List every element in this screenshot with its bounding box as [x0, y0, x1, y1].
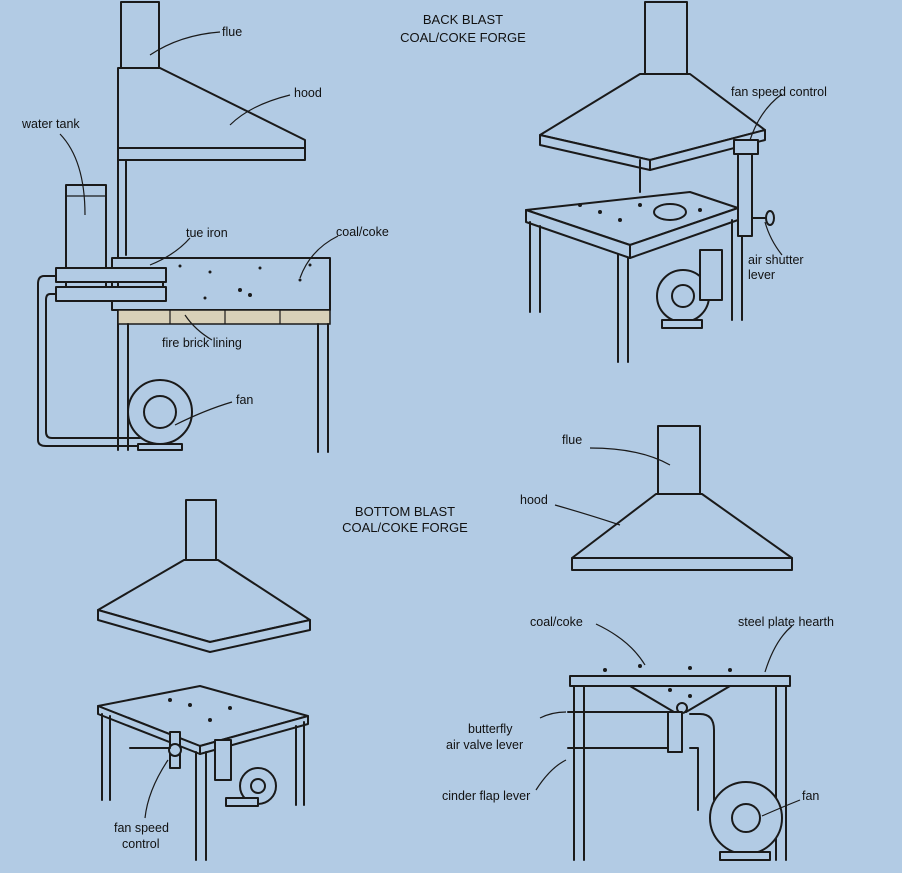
- label-tue-iron: tue iron: [186, 226, 228, 240]
- back-blast-perspective: [525, 1, 783, 363]
- title-back-blast-line2: COAL/COKE FORGE: [400, 30, 526, 45]
- label-fan-2: fan: [802, 789, 819, 803]
- label-fan: fan: [236, 393, 253, 407]
- label-flue-2: flue: [562, 433, 582, 447]
- title-back-blast-line1: BACK BLAST: [423, 12, 503, 27]
- label-flue: flue: [222, 25, 242, 39]
- label-butterfly-air-valve-lever-line2: air valve lever: [446, 738, 523, 752]
- title-bottom-blast-line1: BOTTOM BLAST: [355, 504, 455, 519]
- label-coal-coke-2: coal/coke: [530, 615, 583, 629]
- bottom-blast-side-view: [535, 425, 801, 861]
- label-hood-2: hood: [520, 493, 548, 507]
- back-blast-side-view: [37, 1, 339, 453]
- label-air-shutter-lever-line2: lever: [748, 268, 775, 282]
- label-cinder-flap-lever: cinder flap lever: [442, 789, 530, 803]
- label-steel-plate-hearth: steel plate hearth: [738, 615, 834, 629]
- label-hood: hood: [294, 86, 322, 100]
- bottom-blast-perspective: [97, 499, 311, 861]
- label-butterfly-air-valve-lever-line1: butterfly: [468, 722, 513, 736]
- label-water-tank: water tank: [21, 117, 80, 131]
- label-air-shutter-lever-line1: air shutter: [748, 253, 804, 267]
- label-fan-speed-control: fan speed control: [731, 85, 827, 99]
- label-fan-speed-control-line2: control: [122, 837, 160, 851]
- title-bottom-blast-line2: COAL/COKE FORGE: [342, 520, 468, 535]
- label-fan-speed-control-line1: fan speed: [114, 821, 169, 835]
- label-coal-coke: coal/coke: [336, 225, 389, 239]
- label-fire-brick-lining: fire brick lining: [162, 336, 242, 350]
